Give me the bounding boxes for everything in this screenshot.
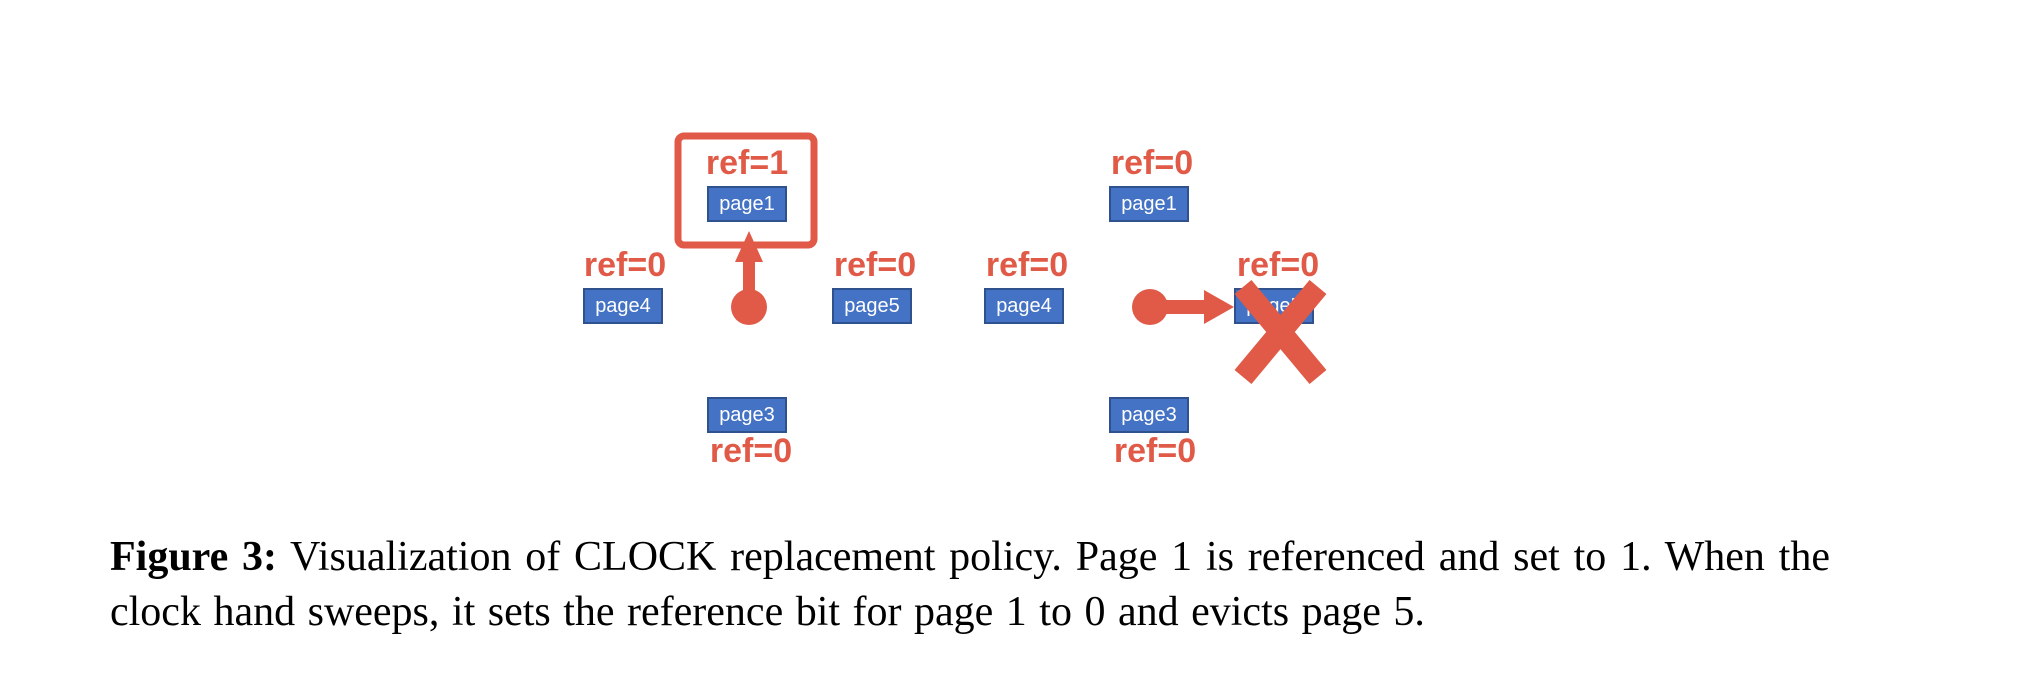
- page-box-right-top: page1: [1109, 186, 1189, 222]
- figure-caption: Figure 3: Visualization of CLOCK replace…: [110, 530, 1830, 640]
- clock-overlay-graphics: [674, 132, 1327, 385]
- clock-diagram: ref=1 page1 ref=0 page4 ref=0 page5 page…: [583, 132, 1327, 470]
- figure-label: Figure 3:: [110, 534, 277, 580]
- page-box-right-left: page4: [984, 288, 1064, 324]
- ref-label-left-left: ref=0: [583, 246, 667, 284]
- ref-label-right-left: ref=0: [985, 246, 1069, 284]
- evict-x-icon: [1234, 279, 1327, 385]
- ref-label-left-top: ref=1: [705, 144, 789, 182]
- figure-caption-text: Visualization of CLOCK replacement polic…: [110, 534, 1830, 635]
- ref-label-left-right: ref=0: [833, 246, 917, 284]
- referenced-highlight-frame: [674, 132, 818, 249]
- page-box-left-top: page1: [707, 186, 787, 222]
- clock-hand-right-icon: [1132, 289, 1234, 325]
- ref-label-right-right: ref=0: [1236, 246, 1320, 284]
- page-box-left-left: page4: [583, 288, 663, 324]
- ref-label-right-bottom: ref=0: [1113, 432, 1197, 470]
- ref-label-right-top: ref=0: [1110, 144, 1194, 182]
- page-box-right-bottom: page3: [1109, 397, 1189, 433]
- page-box-left-bottom: page3: [707, 397, 787, 433]
- page-box-left-right: page5: [832, 288, 912, 324]
- ref-label-left-bottom: ref=0: [709, 432, 793, 470]
- clock-hand-up-icon: [731, 231, 767, 325]
